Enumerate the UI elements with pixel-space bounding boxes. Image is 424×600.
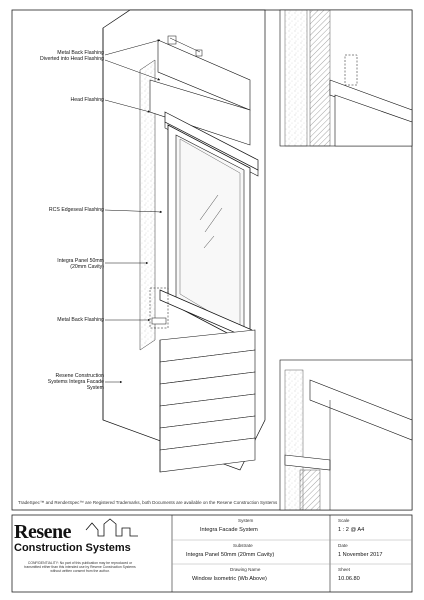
integra-panel-edge: [139, 59, 156, 351]
scale-value: 1 : 2 @ A4: [338, 527, 365, 533]
lower-facade-panels: [159, 329, 256, 473]
drawing-name-label: Drawing Name: [230, 567, 261, 572]
date-value: 1 November 2017: [338, 552, 383, 558]
callout-rcs-edgeseal: RCS Edgeseal Flashing: [48, 207, 104, 213]
resene-logo: Resene: [14, 521, 71, 543]
callout-head-flashing: Head Flashing: [70, 97, 104, 103]
date-label: Date: [338, 543, 348, 548]
callout-metal-back-flashing-diverted: Metal Back Flashing Diverted into Head F…: [39, 50, 104, 63]
scale-label: Scale: [338, 518, 350, 523]
main-wall-assembly: [102, 9, 266, 473]
callout-leaders: [104, 39, 163, 384]
callout-integra-panel: Integra Panel 50mm (20mm Cavity): [57, 258, 104, 271]
substrate-label: Substrate: [233, 543, 253, 548]
confidentiality-notice: CONFIDENTIALITY: No part of this publica…: [24, 561, 136, 574]
detail-view-head: [279, 9, 413, 147]
system-value: Integra Facade System: [200, 527, 258, 533]
detail-view-sill: [279, 359, 413, 511]
sheet-label: Sheet: [338, 567, 351, 572]
sheet-value: 10.06.80: [338, 576, 360, 582]
callout-metal-back-flashing: Metal Back Flashing: [57, 317, 104, 323]
trademark-footnote: TradeSpec™ and RenderSpec™ are Registere…: [18, 500, 278, 505]
title-block-border: [11, 514, 413, 593]
substrate-value: Integra Panel 50mm (20mm Cavity): [186, 552, 275, 558]
construction-systems-logo: Construction Systems: [14, 542, 131, 554]
system-label: System: [238, 518, 254, 523]
drawing-name-value: Window Isometric (Wb Above): [192, 576, 267, 582]
skyline-logo: [85, 518, 138, 537]
callout-resene-system: Resene Construction Systems Integra Faca…: [47, 373, 104, 392]
